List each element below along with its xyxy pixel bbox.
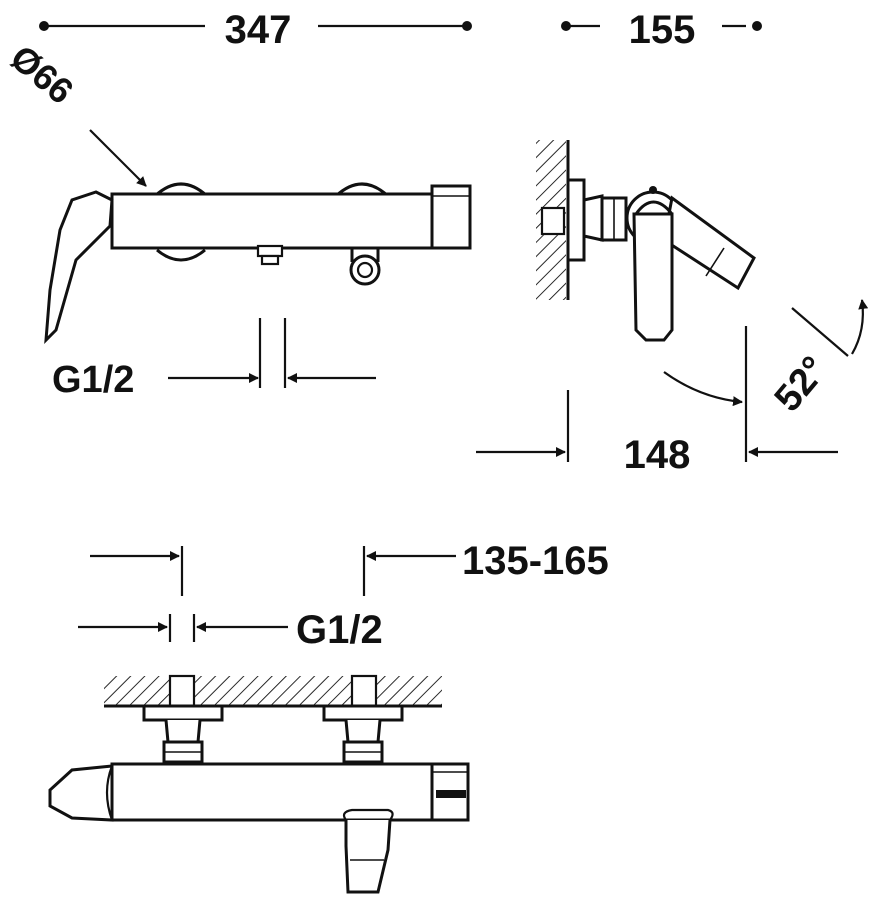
depth-label: 155 [629, 8, 696, 52]
knob-diameter-label: Ø66 [3, 37, 81, 112]
spout-collar [342, 808, 394, 821]
front-view: Ø66 G1/2 [3, 37, 472, 401]
spout-top [344, 819, 392, 894]
angle-reference-line [791, 307, 849, 357]
lever-nose-join [105, 765, 114, 821]
angle-arc-left [663, 371, 743, 407]
inlet-stub-right [350, 674, 378, 708]
wall-hatch-top [104, 676, 442, 706]
lever-nose [48, 764, 114, 822]
mixer-body [110, 192, 434, 250]
overall-length-label: 347 [225, 8, 292, 52]
lever-handle [44, 190, 114, 344]
diameter-leader [89, 129, 147, 187]
lever-reach-label: 148 [624, 433, 691, 477]
end-band [436, 790, 466, 798]
lever-pivot [649, 186, 657, 194]
bottom-inlet-thread-label: G1/2 [296, 608, 383, 652]
knob-left-bottom [156, 248, 206, 262]
connector-right [344, 719, 382, 744]
outlet-ring-inner [356, 261, 374, 279]
center-stub [256, 244, 284, 258]
spout-angle-label: 52° [767, 349, 836, 420]
center-stub-tip [260, 254, 280, 266]
mixer-body-top [110, 762, 434, 822]
flange-right [322, 704, 404, 722]
flange-left [142, 704, 224, 722]
flange [566, 178, 586, 262]
outlet-ring [349, 254, 381, 286]
top-view: 135-165 G1/2 [48, 539, 609, 894]
dim-depth: 155 [561, 8, 762, 52]
dim-overall-length: 347 [39, 8, 472, 52]
connector-left [164, 719, 202, 744]
wall-stub [540, 206, 566, 236]
dim-dot-right [462, 21, 472, 31]
spout-line [705, 247, 725, 277]
knob-right-top [334, 182, 390, 198]
lever-side-top [634, 200, 674, 215]
angle-arc-right [851, 299, 869, 355]
connector [582, 194, 604, 242]
spout [662, 195, 756, 291]
side-inlet-thread-label: G1/2 [52, 359, 134, 401]
lever-side [632, 212, 674, 342]
inlet-stub-left [168, 674, 196, 708]
inlet-centers-label: 135-165 [462, 539, 609, 583]
side-view: 148 52° [476, 140, 869, 477]
dim-dot-right [752, 21, 762, 31]
knob-left-top [153, 182, 209, 198]
